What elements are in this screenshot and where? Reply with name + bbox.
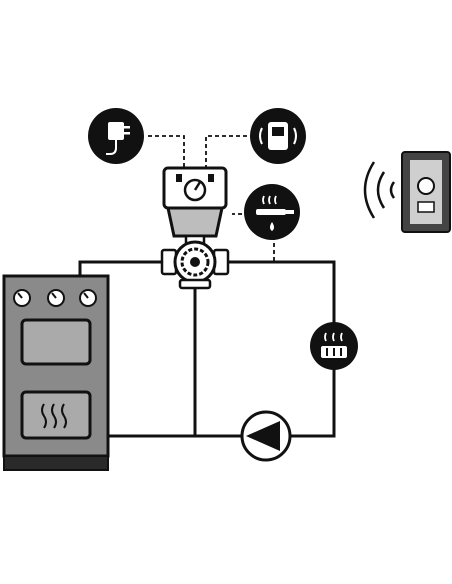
return-pipe-radiator-to-pump — [290, 366, 336, 438]
pump-icon — [240, 410, 292, 462]
wireless-thermostat-icon — [363, 151, 451, 233]
wall-thermostat-icon — [250, 108, 306, 164]
radiator-icon — [310, 322, 358, 370]
signal-lines — [148, 135, 275, 262]
supply-pipe-boiler-to-valve — [78, 260, 168, 275]
pipe-sensor-icon — [244, 184, 300, 240]
signal-line-controller — [205, 135, 254, 168]
supply-pipe-valve-to-radiator — [224, 260, 336, 326]
boiler-firebox — [20, 390, 92, 440]
pipe-network — [78, 260, 336, 438]
boiler-gauges — [13, 289, 97, 307]
boiler-icon — [2, 274, 110, 471]
boiler-door — [20, 318, 92, 366]
mixing-valve-icon — [160, 240, 230, 290]
flame-icon — [41, 403, 67, 429]
actuator-icon — [162, 166, 228, 248]
power-plug-icon — [88, 108, 144, 164]
wireless-signal-icon — [363, 161, 396, 219]
signal-line-power — [148, 135, 185, 168]
